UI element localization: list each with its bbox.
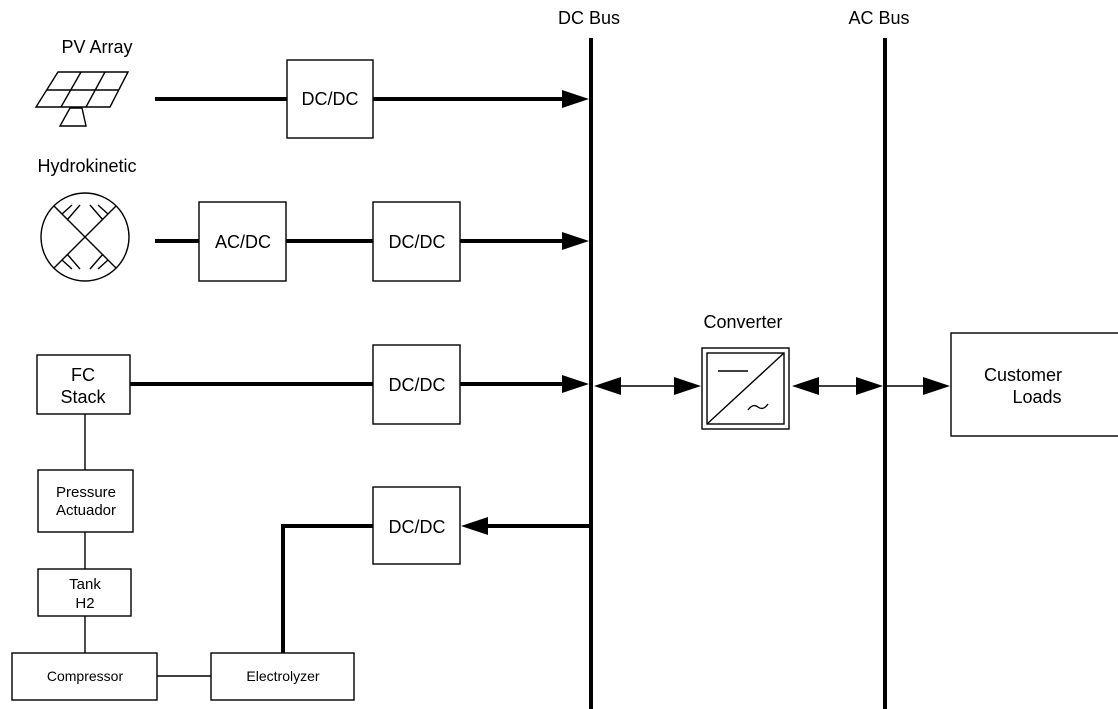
customer-loads-label-2: Loads [1012,387,1061,407]
fc-stack-label-2: Stack [60,387,106,407]
tank-h2-box [37,568,132,617]
el-dcdc-box [372,486,461,565]
pv-arrow [562,90,589,108]
ac-bus-label: AC Bus [848,8,909,28]
el-dcdc-label: DC/DC [389,517,446,537]
solar-panel-icon [34,71,130,127]
tank-h2-label-2: H2 [75,595,94,612]
dc-side-left-arrow [594,377,621,395]
converter-label: Converter [703,312,782,332]
fc-dcdc-label: DC/DC [389,375,446,395]
fc-arrow [562,375,589,393]
fc-stack-label-1: FC [71,365,95,385]
pressure-actuator-label-2: Actuador [56,502,116,519]
el-arrow [461,517,488,535]
compressor-label: Compressor [47,668,124,684]
hk-arrow [562,232,589,250]
fc-stack-box [36,354,131,415]
hydrokinetic-turbine-icon [40,192,130,282]
customer-loads-box [950,332,1118,437]
fc-dcdc-box [372,344,461,425]
compressor-box [11,652,158,701]
hk-dcdc-box [372,201,461,282]
pv-dcdc-box [286,59,374,139]
converter-icon [701,347,790,430]
electrolyzer-feed-line [281,524,373,653]
tank-h2-label-1: Tank [69,576,101,593]
pressure-actuator-label-1: Pressure [56,484,116,501]
pv-array-label: PV Array [61,37,132,57]
loads-arrow [923,377,950,395]
pressure-actuator-box [37,469,134,533]
hk-acdc-label: AC/DC [215,232,271,252]
hydrokinetic-label: Hydrokinetic [37,156,136,176]
dc-bus-label: DC Bus [558,8,620,28]
hk-dcdc-label: DC/DC [389,232,446,252]
pv-dcdc-label: DC/DC [302,89,359,109]
dc-side-right-arrow [674,377,701,395]
ac-side-right-arrow [856,377,883,395]
customer-loads-label-1: Customer [984,365,1062,385]
electrolyzer-label: Electrolyzer [246,668,319,684]
ac-side-left-arrow [792,377,819,395]
electrolyzer-box [210,652,355,701]
